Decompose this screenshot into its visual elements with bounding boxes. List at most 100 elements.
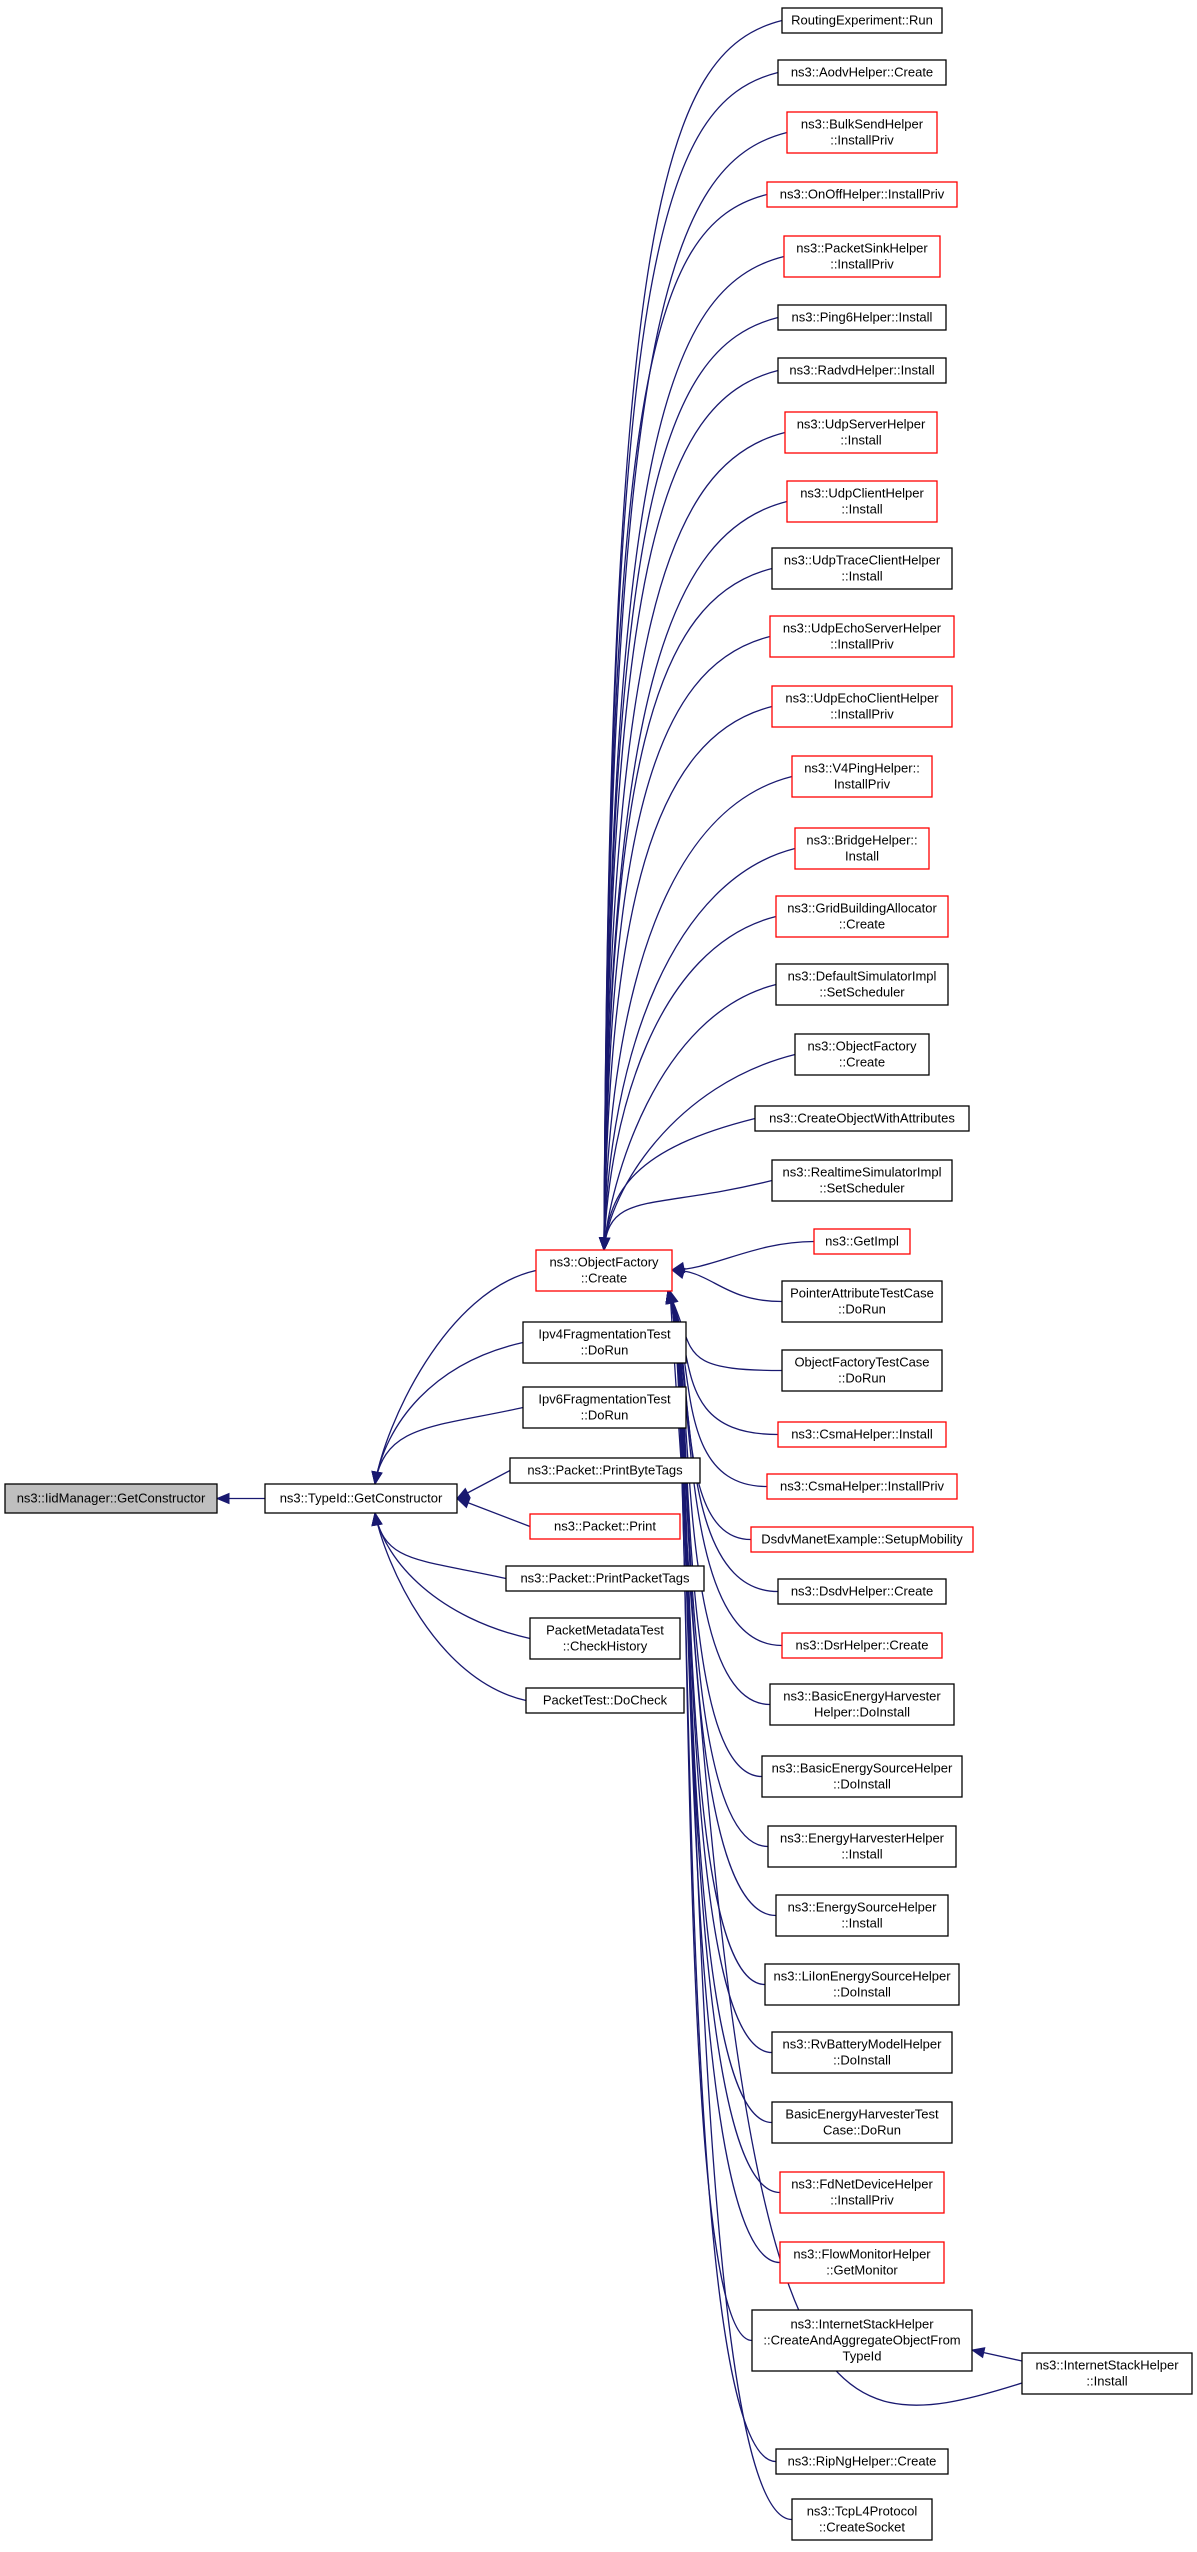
edge-line <box>667 1290 793 2521</box>
node-box <box>791 2498 933 2541</box>
node-metadatatest[interactable]: PacketMetadataTest::CheckHistory <box>529 1617 681 1660</box>
node-getimpl[interactable]: ns3::GetImpl <box>813 1228 911 1255</box>
node-objfactorytest[interactable]: ObjectFactoryTestCase::DoRun <box>781 1349 943 1392</box>
node-flowmonitor[interactable]: ns3::FlowMonitorHelper::GetMonitor <box>779 2241 945 2284</box>
node-ipv6frag[interactable]: Ipv6FragmentationTest::DoRun <box>522 1386 687 1429</box>
node-csmainstall[interactable]: ns3::CsmaHelper::Install <box>777 1421 947 1448</box>
node-aodv[interactable]: ns3::AodvHelper::Create <box>777 59 947 86</box>
node-onoff[interactable]: ns3::OnOffHelper::InstallPriv <box>766 181 958 208</box>
node-label-line: ns3::GetImpl <box>825 1234 899 1249</box>
node-createobj[interactable]: ns3::CreateObjectWithAttributes <box>754 1105 970 1132</box>
node-radvd[interactable]: ns3::RadvdHelper::Install <box>777 357 947 384</box>
node-label-line: ns3::UdpTraceClientHelper <box>784 553 941 568</box>
node-dsdvhelper[interactable]: ns3::DsdvHelper::Create <box>777 1578 947 1605</box>
node-defaultsim[interactable]: ns3::DefaultSimulatorImpl::SetScheduler <box>775 963 949 1006</box>
node-dsrhelper[interactable]: ns3::DsrHelper::Create <box>781 1632 943 1659</box>
edge-arrowhead <box>371 1511 383 1527</box>
node-udpclient[interactable]: ns3::UdpClientHelper::Install <box>786 480 938 523</box>
node-ipv4frag[interactable]: Ipv4FragmentationTest::DoRun <box>522 1321 687 1364</box>
node-packetprint[interactable]: ns3::Packet::Print <box>529 1513 681 1540</box>
node-rvbattery[interactable]: ns3::RvBatteryModelHelper::DoInstall <box>771 2031 953 2074</box>
node-objfactory[interactable]: ns3::ObjectFactory::Create <box>535 1249 673 1292</box>
node-box <box>525 1687 685 1714</box>
call-nodes: ns3::IidManager::GetConstructor ns3::Type… <box>4 7 1193 2541</box>
node-label-line: ns3::DefaultSimulatorImpl <box>788 969 937 984</box>
node-tcpl4[interactable]: ns3::TcpL4Protocol::CreateSocket <box>791 2498 933 2541</box>
node-box <box>777 357 947 384</box>
node-box <box>775 2448 949 2475</box>
node-fdnet[interactable]: ns3::FdNetDeviceHelper::InstallPriv <box>779 2171 945 2214</box>
edge-arrowhead <box>371 1470 383 1486</box>
call-edge-n_v4ping-to-n_objfactory <box>598 775 793 1252</box>
node-routingexp[interactable]: RoutingExperiment::Run <box>781 7 943 34</box>
edge-arrowhead <box>970 2347 986 2359</box>
node-box <box>775 895 949 938</box>
edge-line <box>374 1512 527 1702</box>
edge-arrowhead <box>667 1289 679 1305</box>
node-label-line: ::DoRun <box>581 1408 629 1423</box>
node-box <box>4 1483 218 1514</box>
node-label-line: ns3::Packet::PrintPacketTags <box>520 1571 690 1586</box>
node-label-line: ::SetScheduler <box>819 985 905 1000</box>
node-label-line: ns3::CsmaHelper::InstallPriv <box>780 1479 944 1494</box>
node-label-line: ns3::EnergyHarvesterHelper <box>780 1831 945 1846</box>
node-ripng[interactable]: ns3::RipNgHelper::Create <box>775 2448 949 2475</box>
node-bulksend[interactable]: ns3::BulkSendHelper::InstallPriv <box>786 111 938 154</box>
node-ping6[interactable]: ns3::Ping6Helper::Install <box>777 304 947 331</box>
node-label-line: ns3::FlowMonitorHelper <box>793 2247 931 2262</box>
node-box <box>754 1105 970 1132</box>
node-label-line: ::DoInstall <box>833 1777 891 1792</box>
node-objfactory2[interactable]: ns3::ObjectFactory::Create <box>794 1033 930 1076</box>
node-packettest[interactable]: PacketTest::DoCheck <box>525 1687 685 1714</box>
node-dsdvmanet[interactable]: DsdvManetExample::SetupMobility <box>750 1526 974 1553</box>
node-label-line: ns3::RvBatteryModelHelper <box>783 2037 943 2052</box>
edge-line <box>374 1341 524 1485</box>
node-label-line: ::Create <box>581 1271 627 1286</box>
node-box <box>771 2031 953 2074</box>
node-basicharvester[interactable]: ns3::BasicEnergyHarvesterHelper::DoInsta… <box>769 1683 955 1726</box>
node-printpackettags[interactable]: ns3::Packet::PrintPacketTags <box>505 1565 705 1592</box>
node-packetsink[interactable]: ns3::PacketSinkHelper::InstallPriv <box>783 235 941 278</box>
call-edge-n_realtimesim-to-n_objfactory <box>598 1179 773 1252</box>
node-label-line: ns3::LiIonEnergySourceHelper <box>773 1969 951 1984</box>
node-label-line: ::CreateAndAggregateObjectFrom <box>763 2333 960 2348</box>
node-box <box>264 1483 458 1514</box>
node-box <box>750 1526 974 1553</box>
call-edge-n_printbytetags-to-n_typeid <box>455 1469 511 1500</box>
edge-line <box>603 567 773 1251</box>
edge-line <box>671 1269 783 1303</box>
node-printbytetags[interactable]: ns3::Packet::PrintByteTags <box>509 1457 701 1484</box>
node-pointerattr[interactable]: PointerAttributeTestCase::DoRun <box>781 1280 943 1323</box>
node-label-line: ::Create <box>839 1055 885 1070</box>
node-gridbuilding[interactable]: ns3::GridBuildingAllocator::Create <box>775 895 949 938</box>
node-energysource[interactable]: ns3::EnergySourceHelper::Install <box>775 1894 949 1937</box>
edge-line <box>603 369 779 1251</box>
node-box <box>771 685 953 728</box>
node-realtimesim[interactable]: ns3::RealtimeSimulatorImpl::SetScheduler <box>771 1159 953 1202</box>
node-lilon[interactable]: ns3::LiIonEnergySourceHelper::DoInstall <box>764 1963 960 2006</box>
node-box <box>777 1578 947 1605</box>
node-box <box>1021 2352 1193 2395</box>
node-udpechoclient[interactable]: ns3::UdpEchoClientHelper::InstallPriv <box>771 685 953 728</box>
node-udpserver[interactable]: ns3::UdpServerHelper::Install <box>784 411 938 454</box>
node-label-line: ns3::UdpEchoServerHelper <box>783 621 942 636</box>
edge-line <box>603 983 777 1251</box>
node-internetstack[interactable]: ns3::InternetStackHelper::CreateAndAggre… <box>751 2309 973 2372</box>
node-energyharvester[interactable]: ns3::EnergyHarvesterHelper::Install <box>767 1825 957 1868</box>
node-box <box>767 1825 957 1868</box>
node-box <box>781 7 943 34</box>
node-label-line: ::DoRun <box>838 1371 886 1386</box>
node-box <box>781 1280 943 1323</box>
node-internetinstall[interactable]: ns3::InternetStackHelper::Install <box>1021 2352 1193 2395</box>
node-label-line: ns3::EnergySourceHelper <box>788 1900 938 1915</box>
node-v4ping[interactable]: ns3::V4PingHelper::InstallPriv <box>791 755 933 798</box>
node-csmainstallpriv[interactable]: ns3::CsmaHelper::InstallPriv <box>766 1473 958 1500</box>
node-typeid[interactable]: ns3::TypeId::GetConstructor <box>264 1483 458 1514</box>
node-bridge[interactable]: ns3::BridgeHelper::Install <box>794 827 930 870</box>
node-iid[interactable]: ns3::IidManager::GetConstructor <box>4 1483 218 1514</box>
node-udpechoserver[interactable]: ns3::UdpEchoServerHelper::InstallPriv <box>769 615 955 658</box>
node-udptrace[interactable]: ns3::UdpTraceClientHelper::Install <box>771 547 953 590</box>
node-basicsource[interactable]: ns3::BasicEnergySourceHelper::DoInstall <box>761 1755 963 1798</box>
edge-line <box>603 431 786 1251</box>
